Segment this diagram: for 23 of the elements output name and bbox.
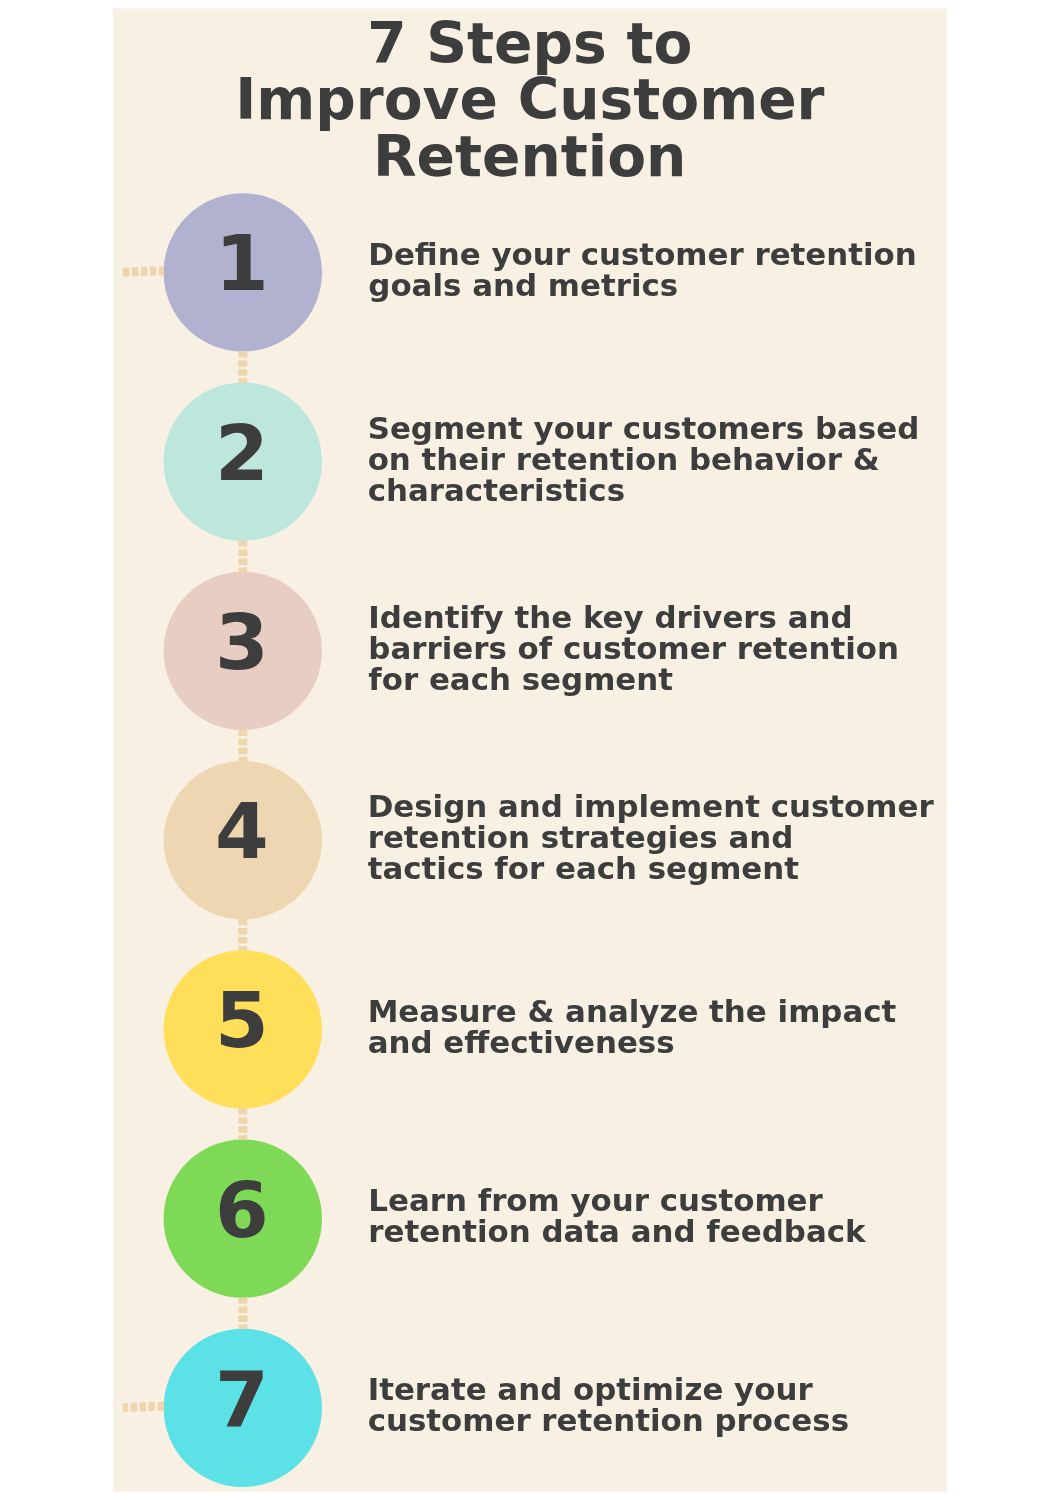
connector: [238, 729, 248, 762]
connector: [122, 1401, 165, 1413]
node-label: Define your customer retention goals and metrics: [368, 235, 917, 303]
node-circle: 5: [163, 950, 322, 1109]
node-circle: 7: [163, 1328, 322, 1488]
connector: [238, 540, 248, 572]
node-label: Iterate and optimize your customer retention process: [367, 1371, 850, 1439]
connector: [122, 266, 165, 277]
connector: [238, 351, 248, 383]
node-circle: 3: [163, 571, 322, 731]
node-circle: 4: [163, 760, 322, 920]
node-circle: 6: [163, 1139, 322, 1298]
node-label: Segment your customers based on their retention behavior & characteristics: [367, 409, 920, 508]
connector: [238, 1108, 248, 1140]
node-label: Learn from your customer retention data and feedback: [368, 1182, 866, 1250]
connector: [238, 918, 248, 951]
diagram-title: 7 Steps to Improve Customer Retention: [235, 9, 825, 190]
connector: [238, 1297, 248, 1329]
node-circle: 2: [163, 382, 322, 541]
node-label: Design and implement customer retention strategies and tactics for each segment: [367, 788, 934, 886]
node-label: Identify the key drivers and barriers of customer retention for each segment: [368, 598, 900, 697]
node-circle: 1: [163, 193, 322, 352]
node-label: Measure & analyze the impact and effectiveness: [367, 992, 897, 1060]
